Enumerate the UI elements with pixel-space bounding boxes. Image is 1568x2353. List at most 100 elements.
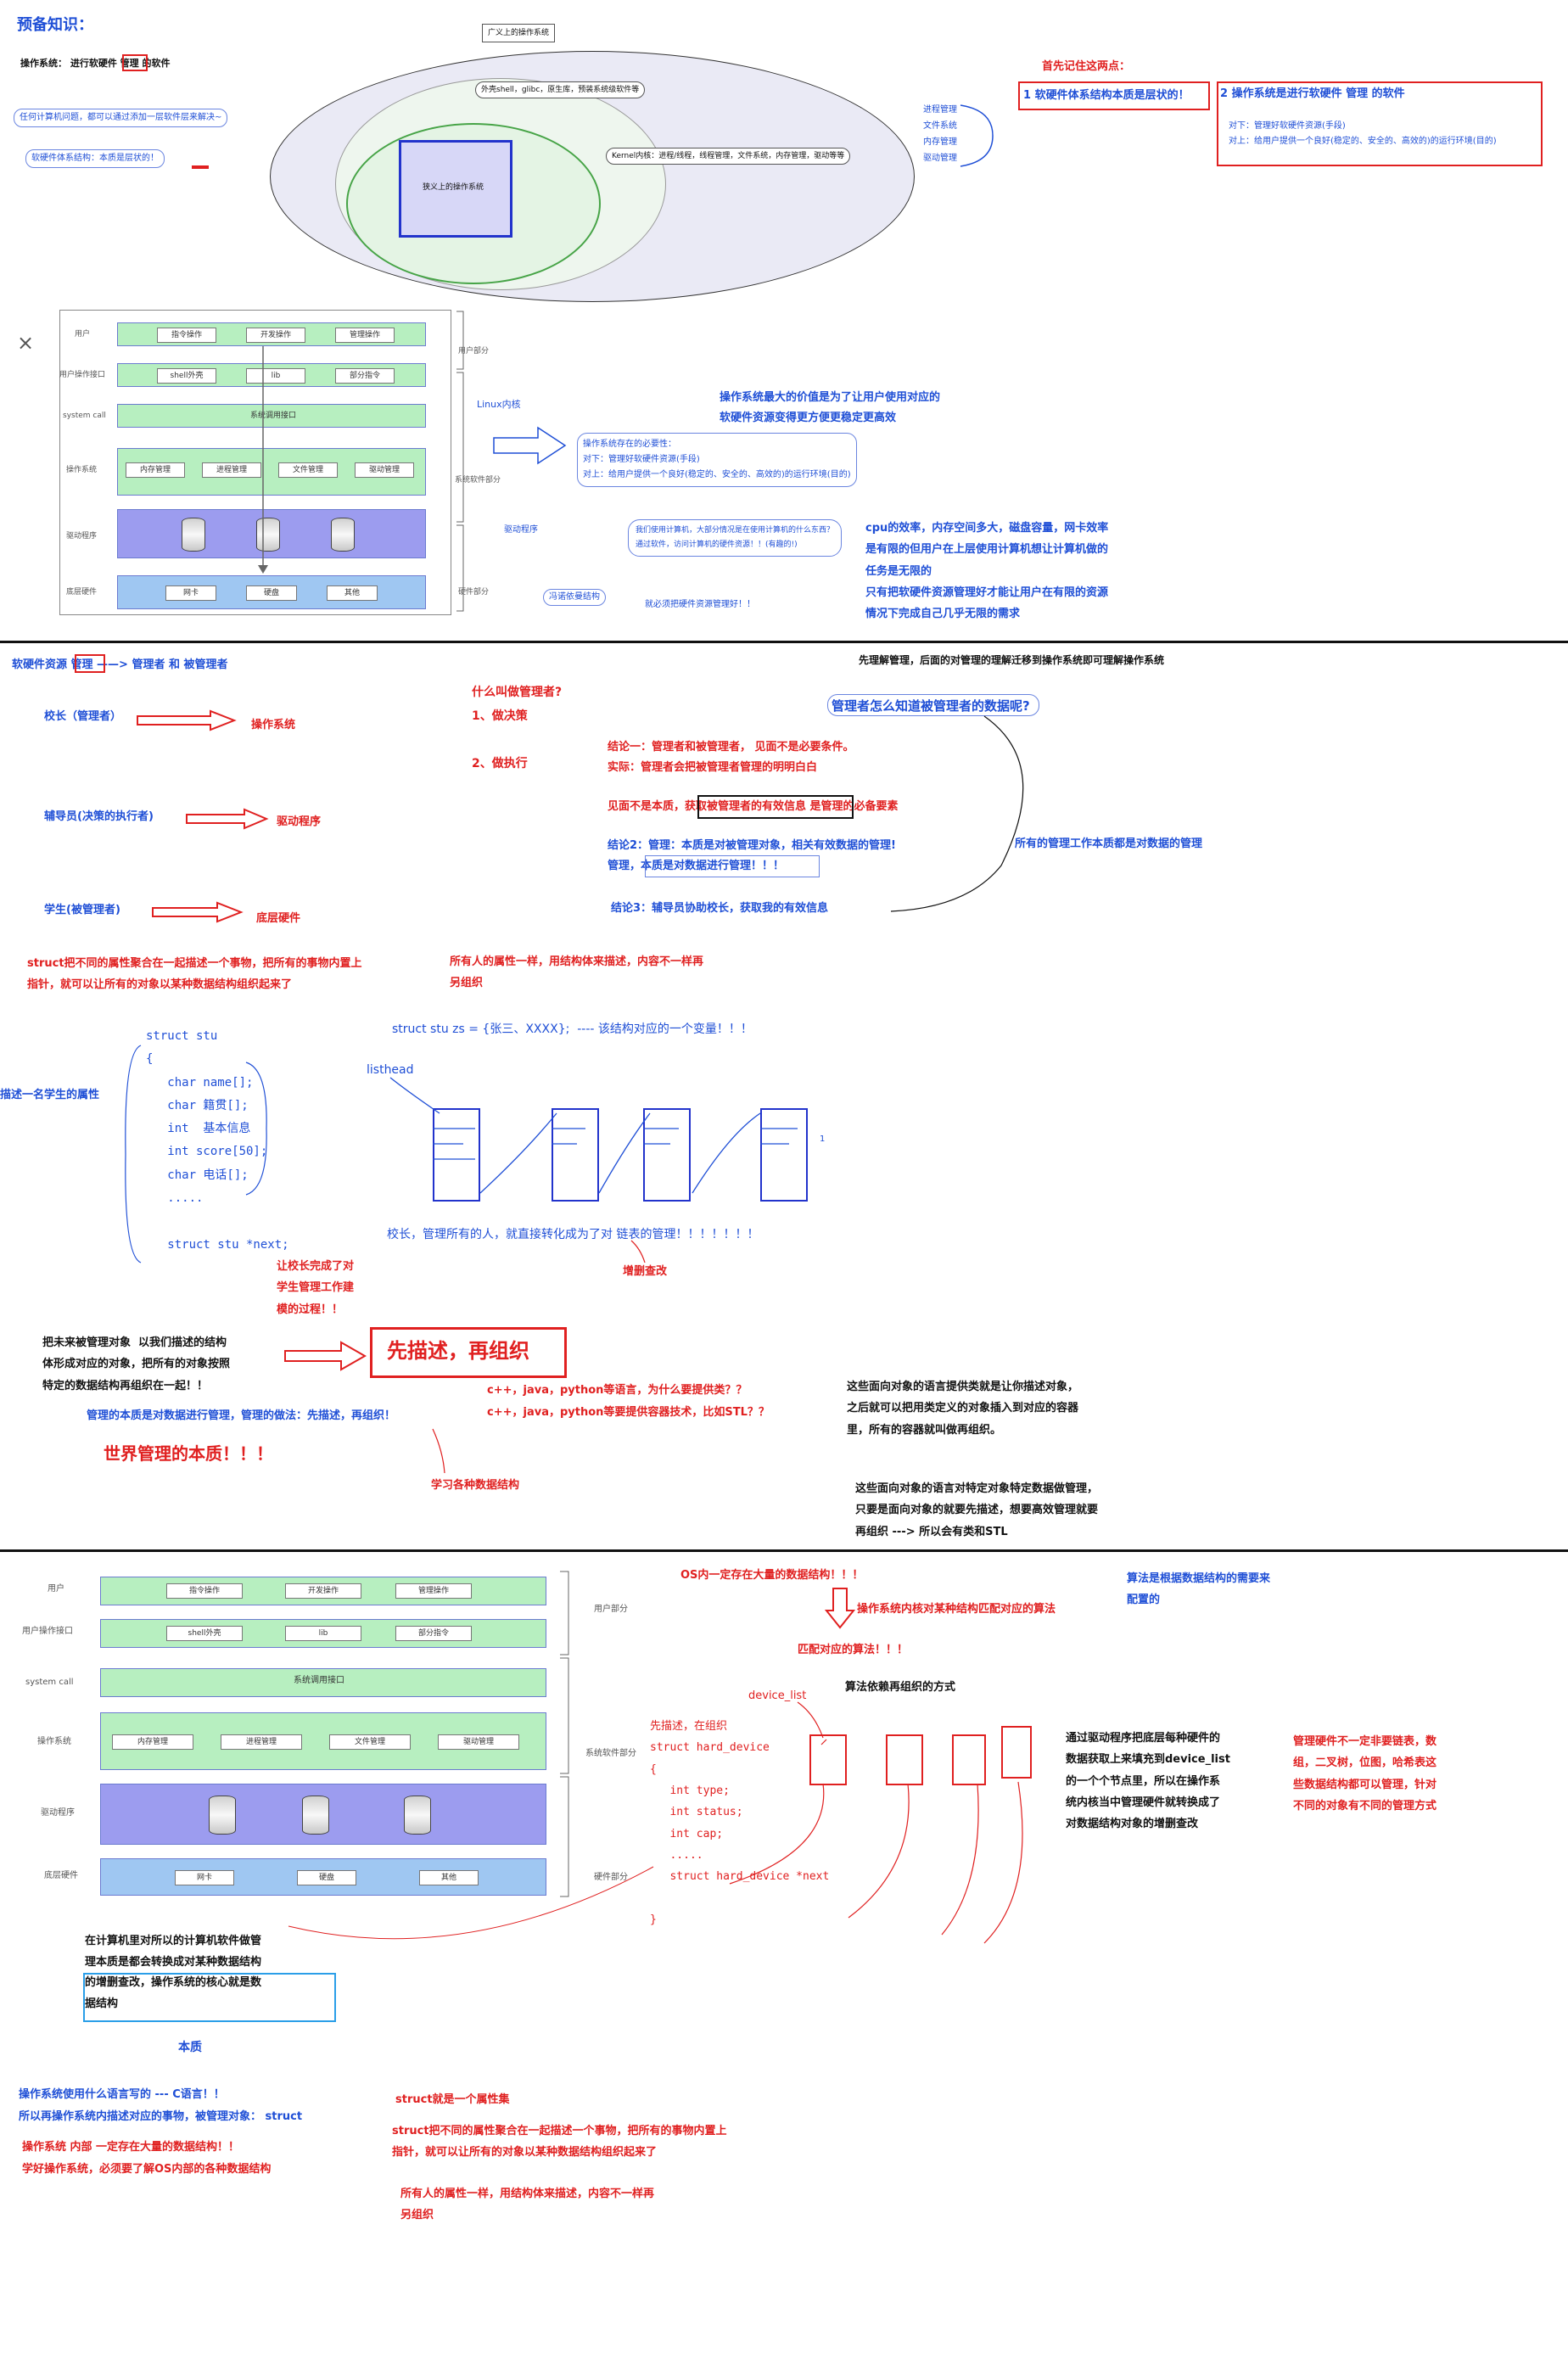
stack2-driver-cyl-3: [404, 1796, 431, 1835]
sec2-manage-box: [75, 654, 105, 673]
effective-info-box: [697, 795, 854, 819]
stack1-right-hw: 硬件部分: [458, 588, 490, 597]
algo-org: 算法依赖再组织的方式: [845, 1681, 956, 1694]
stack2-lib: lib: [285, 1626, 361, 1641]
feng-bubble: 冯诺依曼结构: [543, 589, 606, 606]
point2-down: 对下：管理好软硬件资源(手段): [1229, 121, 1346, 131]
list-tail-mark: 1: [820, 1134, 826, 1144]
crud-pointer: [630, 1240, 646, 1263]
data-mgmt-box: [645, 855, 820, 877]
conclusion-1b: 实际：管理者会把被管理者管理的明明白白: [608, 761, 818, 774]
struct-desc: struct把不同的属性聚合在一起描述一个事物，把所有的事物内置上 指针，就可以…: [27, 957, 362, 991]
arrow-counselor: [186, 808, 269, 830]
stack1-label-driver: 驱动程序: [66, 532, 98, 541]
algo-config: 算法是根据数据结构的需要来 配置的: [1127, 1572, 1271, 1607]
slogan-text: 先描述，再组织: [387, 1339, 529, 1363]
stack2-proc-mgmt: 进程管理: [221, 1734, 302, 1750]
stack1-driver-mgmt: 驱动管理: [355, 462, 414, 478]
mgmt-brace: [960, 104, 994, 167]
attr-desc-2: 所有人的属性一样，用结构体来描述，内容不一样再 另组织: [400, 2188, 655, 2221]
device-node-3: [952, 1734, 986, 1785]
world-essence: 世界管理的本质！！！: [104, 1443, 273, 1464]
divider-1: [0, 641, 1568, 643]
list-node-2: [552, 1108, 599, 1202]
stack1-admin-op: 管理操作: [335, 328, 395, 343]
listhead-label: listhead: [367, 1063, 414, 1077]
role-principal: 校长（管理者）: [44, 710, 122, 723]
stack1-proc-mgmt: 进程管理: [202, 462, 261, 478]
struct-attr-brace: [245, 1062, 267, 1196]
stack1-label-os: 操作系统: [66, 466, 98, 474]
narrow-os-box: [399, 140, 512, 238]
stack2-right-sys: 系统软件部分: [585, 1749, 636, 1758]
stack1-down-arrow: [258, 346, 268, 574]
role-student: 学生(被管理者): [44, 904, 120, 916]
mgmt-list: 进程管理 文件系统 内存管理 驱动管理: [923, 105, 957, 163]
sec2-topic: 软硬件资源 管理 ——> 管理者 和 被管理者: [12, 658, 228, 671]
conclusion-2b: 管理，本质是对数据进行管理！！！: [608, 860, 785, 872]
stack2-label-hw: 底层硬件: [44, 1871, 78, 1880]
device-node-4: [1001, 1726, 1032, 1779]
list-node-3: [643, 1108, 691, 1202]
zs-variable: struct stu zs = {张三、XXXX}; ---- 该结构对应的一个…: [392, 1022, 753, 1036]
stack2-driver-cyl-1: [209, 1796, 236, 1835]
model-paragraph: 把未来被管理对象 以我们描述的结构 体形成对应的对象，把所有的对象按照 特定的数…: [42, 1336, 231, 1392]
stack1-label-syscall: system call: [63, 412, 106, 420]
stack2-label-user: 用户: [48, 1584, 64, 1594]
device-node-2: [886, 1734, 923, 1785]
stack2-shell: shell外壳: [166, 1626, 243, 1641]
stack2-label-ui: 用户操作接口: [22, 1627, 73, 1636]
stack1-partial-cmd: 部分指令: [335, 368, 395, 384]
stack1-shell: shell外壳: [157, 368, 216, 384]
stack1-right-sys: 系统软件部分: [455, 476, 501, 485]
conclusion-1: 结论一：管理者和被管理者， 见面不是必要条件。: [608, 741, 854, 754]
note-layered: 软硬件体系结构：本质是层状的！: [25, 149, 165, 168]
list-node-4: [760, 1108, 808, 1202]
stack2-label-os: 操作系统: [37, 1737, 71, 1746]
essence-line: 管理的本质是对数据进行管理，管理的做法：先描述，再组织！: [87, 1409, 396, 1422]
stack1-right-user: 用户部分: [458, 347, 490, 356]
stack2-driver-mgmt: 驱动管理: [438, 1734, 519, 1750]
attr-desc: 所有人的属性一样，用结构体来描述，内容不一样再 另组织: [450, 955, 704, 989]
device-links: [729, 1701, 1023, 1944]
sec2-understand: 先理解管理，后面的对管理的理解迁移到操作系统即可理解操作系统: [859, 654, 1165, 666]
stack1-mem-mgmt: 内存管理: [126, 462, 185, 478]
hard-device-code: 先描述，在组织 struct hard_device { int type; i…: [650, 1720, 830, 1927]
stack2-right-user: 用户部分: [594, 1605, 628, 1614]
map-os: 操作系统: [251, 719, 296, 731]
list-node-1: [433, 1108, 480, 1202]
stack1-right-driver: 驱动程序: [504, 525, 538, 535]
lang-3: 操作系统 内部 一定存在大量的数据结构！！: [22, 2141, 240, 2154]
stack1-disk: 硬盘: [246, 585, 297, 601]
driver-paragraph: 通过驱动程序把底层每种硬件的 数据获取上来填充到device_list 的一个个…: [1066, 1732, 1230, 1831]
stack2-admin-op: 管理操作: [395, 1583, 472, 1599]
stack2-dev-op: 开发操作: [285, 1583, 361, 1599]
remember-title: 首先记住这两点：: [1042, 60, 1131, 73]
lang-1: 操作系统使用什么语言写的 --- C语言！！: [19, 2088, 225, 2101]
role-counselor: 辅导员(决策的执行者): [44, 810, 154, 823]
oop-para-1: 这些面向对象的语言提供类就是让你描述对象， 之后就可以把用类定义的对象插入到对应…: [847, 1381, 1079, 1437]
stack1-file-mgmt: 文件管理: [278, 462, 338, 478]
essence-label: 本质: [178, 2041, 202, 2054]
struct-left-brace: [125, 1045, 142, 1263]
struct-attrset: struct就是一个属性集: [395, 2093, 510, 2106]
core-paragraph: 在计算机里对所以的计算机软件做管 理本质是都会转换成对某种数据结构 的增删查改，…: [85, 1935, 262, 2011]
narrow-os-label: 狭义上的操作系统: [423, 183, 484, 192]
list-links: [389, 1077, 798, 1194]
note-software-layer: 任何计算机问题，都可以通过添加一层软件层来解决~: [14, 109, 228, 127]
sec2-question: 管理者怎么知道被管理者的数据呢?: [832, 698, 1030, 714]
all-mgmt: 所有的管理工作本质都是对数据的管理: [1015, 838, 1203, 850]
value-line-1: 操作系统最大的价值是为了让用户使用对应的: [720, 391, 941, 404]
stack2-label-driver: 驱动程序: [41, 1808, 75, 1818]
stack1-driver-cyl-1: [182, 518, 205, 552]
learn-pointer: [432, 1428, 445, 1474]
conclusion-1c: 见面不是本质，获取被管理者的有效信息 是管理的必备要素: [608, 800, 899, 813]
lang-4: 学好操作系统，必须要了解OS内部的各种数据结构: [22, 2163, 272, 2176]
device-list-label: device_list: [748, 1689, 807, 1702]
stack2-mem-mgmt: 内存管理: [112, 1734, 193, 1750]
stack1-syscall-text: 系统调用接口: [250, 412, 297, 420]
value-line-2: 软硬件资源变得更方便更稳定更高效: [720, 412, 897, 424]
red-mark: [192, 165, 209, 169]
cpp-class: c++，java，python等语言，为什么要提供类？？: [487, 1384, 748, 1397]
map-driver: 驱动程序: [277, 815, 322, 828]
